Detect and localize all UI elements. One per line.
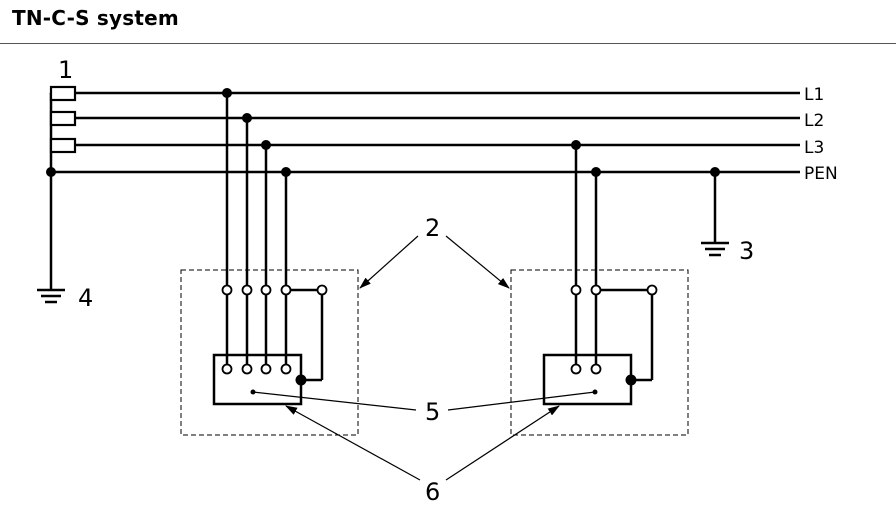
callout-3: 3 (739, 237, 754, 265)
label-l3: L3 (804, 138, 824, 158)
right-equipment (510, 140, 689, 436)
title-divider (0, 43, 896, 44)
page-title: TN-C-S system (12, 6, 179, 30)
callout-1: 1 (58, 56, 73, 84)
callout-6: 6 (425, 478, 440, 506)
supply-fuses (49, 85, 77, 290)
pen-earth-symbol (701, 167, 729, 257)
source-earth-symbol (37, 167, 65, 304)
label-pen: PEN (804, 164, 838, 184)
leader-lines (252, 235, 596, 481)
label-l1: L1 (804, 85, 824, 105)
callout-5: 5 (425, 398, 440, 426)
callout-4: 4 (78, 284, 93, 312)
left-equipment (180, 88, 359, 436)
bus-lines (51, 91, 800, 174)
callout-2: 2 (425, 214, 440, 242)
label-l2: L2 (804, 111, 824, 131)
header: TN-C-S system (0, 0, 896, 44)
